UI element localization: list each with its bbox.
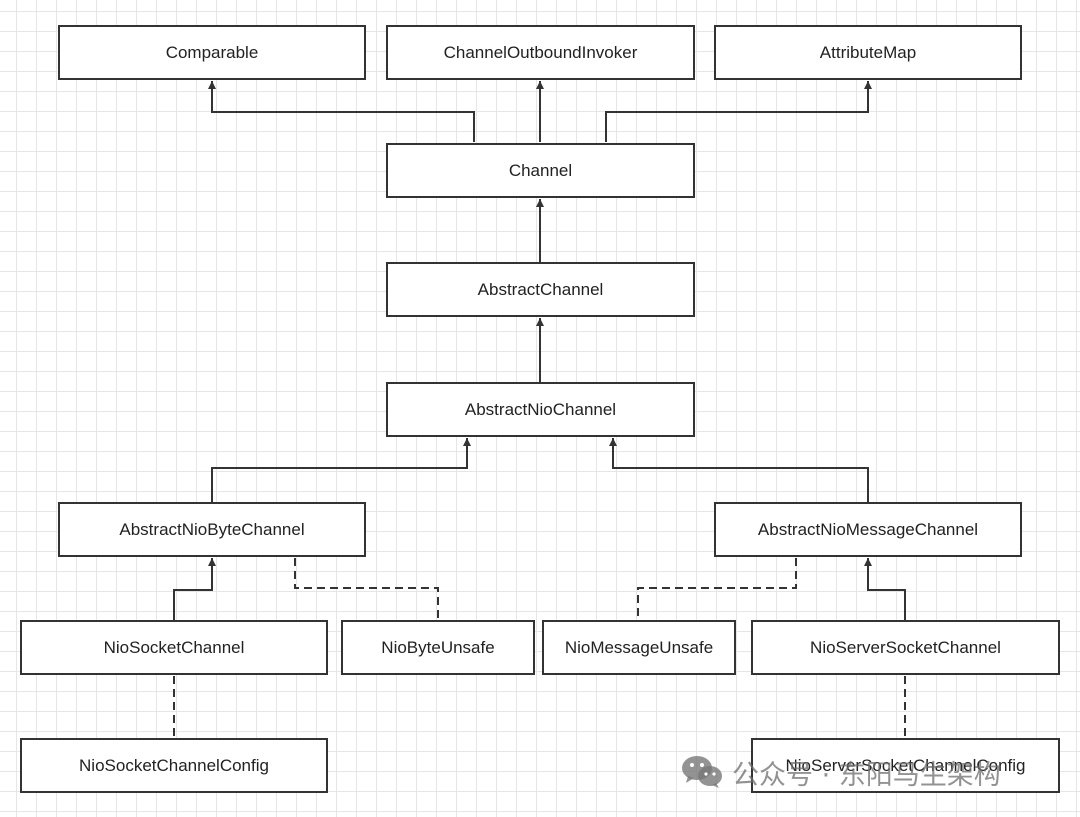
class-label: AbstractNioMessageChannel — [757, 519, 979, 539]
class-label: AttributeMap — [819, 42, 917, 62]
class-box-nio-server-socket-channel-config: NioServerSocketChannelConfig — [751, 738, 1060, 793]
class-box-channel: Channel — [386, 143, 695, 198]
class-label: NioServerSocketChannel — [810, 637, 1001, 657]
class-label: ChannelOutboundInvoker — [443, 42, 638, 62]
class-label: NioSocketChannel — [103, 637, 245, 657]
class-box-abstract-nio-channel: AbstractNioChannel — [386, 382, 695, 437]
class-label: Comparable — [165, 42, 259, 62]
class-box-comparable: Comparable — [58, 25, 366, 80]
class-box-abstract-nio-message-channel: AbstractNioMessageChannel — [714, 502, 1022, 557]
wechat-icon — [682, 756, 722, 788]
class-box-nio-server-socket-channel: NioServerSocketChannel — [751, 620, 1060, 675]
class-box-nio-socket-channel-config: NioSocketChannelConfig — [20, 738, 328, 793]
edge-nio-socket-channel-to-abstract-nio-byte-channel — [173, 558, 216, 620]
edge-abstract-nio-message-channel-to-nio-message-unsafe — [637, 558, 797, 620]
watermark-text: 公众号 · 东阳马生架构 — [732, 759, 1001, 791]
edge-channel-to-comparable — [208, 81, 475, 142]
class-label: NioByteUnsafe — [381, 637, 495, 657]
class-label: AbstractChannel — [477, 279, 604, 299]
class-box-nio-socket-channel: NioSocketChannel — [20, 620, 328, 675]
class-box-abstract-nio-byte-channel: AbstractNioByteChannel — [58, 502, 366, 557]
class-box-abstract-channel: AbstractChannel — [386, 262, 695, 317]
edge-abstract-nio-message-channel-to-abstract-nio-channel — [609, 438, 869, 502]
class-label: NioSocketChannelConfig — [79, 755, 269, 775]
edge-abstract-nio-byte-channel-to-abstract-nio-channel — [211, 438, 471, 502]
class-box-nio-message-unsafe: NioMessageUnsafe — [542, 620, 736, 675]
edge-abstract-nio-byte-channel-to-nio-byte-unsafe — [294, 558, 439, 620]
edge-channel-to-attribute-map — [605, 81, 872, 142]
class-label: NioServerSocketChannelConfig — [785, 755, 1026, 775]
class-label: AbstractNioByteChannel — [119, 519, 305, 539]
class-label: AbstractNioChannel — [464, 399, 617, 419]
class-label: NioMessageUnsafe — [564, 637, 714, 657]
class-label: Channel — [508, 160, 573, 180]
class-box-channel-outbound-invoker: ChannelOutboundInvoker — [386, 25, 695, 80]
watermark: 公众号 · 东阳马生架构 — [680, 752, 1001, 792]
class-box-attribute-map: AttributeMap — [714, 25, 1022, 80]
edge-nio-server-socket-channel-to-abstract-nio-message-channel — [864, 558, 906, 620]
class-box-nio-byte-unsafe: NioByteUnsafe — [341, 620, 535, 675]
